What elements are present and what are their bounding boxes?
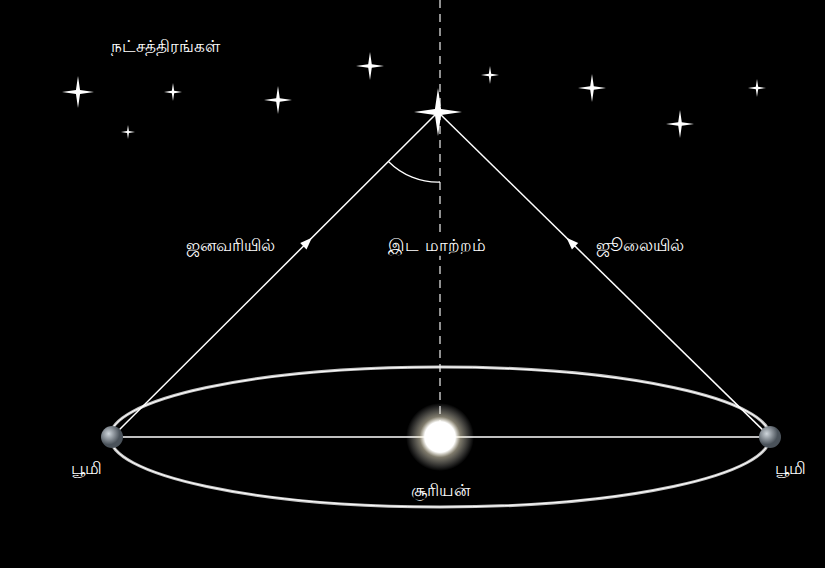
arrow-head [563,235,578,250]
star-symbol [164,83,182,101]
star-symbol [264,86,292,114]
sun-symbol [406,403,474,471]
parallax-arc [388,161,440,182]
july-label: ஜூலையில் [593,234,687,256]
star-symbol [481,66,499,84]
star-symbol [356,52,384,80]
stars-label: நட்சத்திரங்கள் [108,35,223,57]
star-symbol [414,88,462,136]
dashed-axis [439,0,440,428]
parallax-label: இட மாற்றம் [385,234,488,256]
earth-label: பூமி [68,457,105,479]
star-symbol [62,76,94,108]
earth-orbit-core [110,367,770,507]
star-symbol [748,79,766,97]
earth-label: பூமி [772,457,809,479]
sun-label: சூரியன் [408,479,473,501]
star-symbol [578,74,606,102]
earth-symbol [101,426,123,448]
earth-orbit [110,367,770,507]
january-label: ஜனவரியில் [183,234,278,256]
sight-line [438,112,770,437]
earth-symbol [759,426,781,448]
sight-line [112,112,438,437]
star-symbol [121,125,135,139]
arrow-head [300,235,315,250]
star-symbol [666,110,694,138]
